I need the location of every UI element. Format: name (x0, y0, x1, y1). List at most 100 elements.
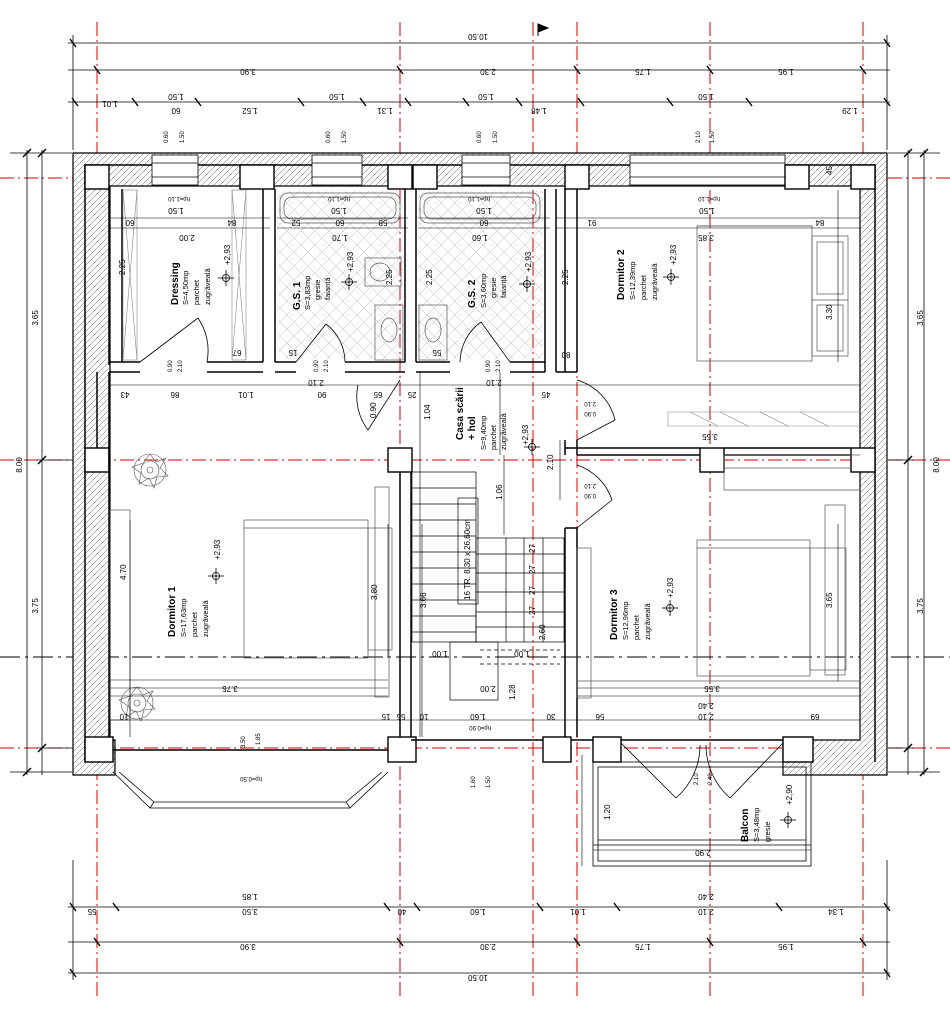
stair-hall-level: +2,93 (521, 424, 530, 445)
svg-text:1.75: 1.75 (635, 67, 651, 76)
svg-text:0.90: 0.90 (314, 360, 320, 372)
plant-icon (118, 686, 156, 722)
dormitor2-area: S=12,39mp (628, 261, 637, 300)
svg-text:2.40: 2.40 (708, 773, 714, 785)
svg-text:1.31: 1.31 (377, 106, 393, 115)
stair-hall-name: Casa scării (455, 387, 466, 440)
svg-text:1.60: 1.60 (470, 712, 486, 721)
balcon-name: Balcon (740, 809, 751, 842)
svg-text:2.40: 2.40 (698, 701, 714, 710)
svg-text:3.50: 3.50 (242, 907, 258, 916)
dim-left-total: 8.00 (15, 457, 24, 473)
top-windows (151, 154, 786, 186)
gs1-floor: gresie (313, 280, 322, 300)
balcony: Balcon S=3,48mp gresie +2,90 (592, 742, 812, 867)
svg-text:1.06: 1.06 (495, 484, 504, 500)
svg-text:3.65: 3.65 (825, 592, 834, 608)
gs2-finish: faianță (499, 275, 508, 298)
stair-spec: 16 TR. 8,30 x 26,60cm (463, 519, 472, 600)
level-marker-icon (341, 274, 357, 290)
svg-text:1.50: 1.50 (478, 92, 494, 101)
svg-text:0.90: 0.90 (584, 410, 596, 416)
svg-text:hp=1.10: hp=1.10 (467, 195, 490, 201)
window-marks: 0.60 1.50 0.60 1.50 0.60 1.50 2.10 1.50 (164, 131, 716, 143)
svg-text:2.25: 2.25 (118, 259, 127, 275)
svg-text:1.01: 1.01 (238, 390, 254, 399)
svg-text:1.85: 1.85 (242, 892, 258, 901)
top-dimensions (68, 35, 891, 150)
svg-text:2.25: 2.25 (561, 269, 570, 285)
dressing-floor: parchet (192, 279, 201, 305)
svg-text:1.95: 1.95 (778, 942, 794, 951)
svg-text:2.25: 2.25 (425, 269, 434, 285)
svg-text:0.60: 0.60 (164, 131, 170, 143)
svg-text:1.04: 1.04 (423, 404, 432, 420)
gs1-finish: faianță (323, 277, 332, 300)
svg-text:60: 60 (335, 218, 344, 227)
bedroom-1: Dormitor 1 S=17,63mp parchet zugrăveală … (109, 453, 393, 722)
svg-text:2.10: 2.10 (584, 400, 596, 406)
dim-top-row2: 3.90 2.30 1.75 1.95 (240, 67, 794, 76)
svg-text:2.30: 2.30 (480, 67, 496, 76)
svg-text:2.10: 2.10 (308, 378, 324, 387)
bathroom-1: G.S. 1 S=3,83mp gresie faianță +2,93 (277, 191, 404, 363)
dim-bottom-row2: 3.90 2.30 1.75 1.95 (240, 942, 794, 951)
svg-text:60: 60 (479, 218, 488, 227)
svg-text:1.50: 1.50 (168, 206, 184, 215)
svg-text:0.90: 0.90 (369, 402, 378, 418)
svg-text:3.85: 3.85 (698, 233, 714, 242)
north-arrow-icon (537, 23, 550, 36)
svg-text:1.60: 1.60 (471, 776, 477, 788)
dormitor2-finish: zugrăveală (650, 262, 659, 300)
svg-text:27: 27 (528, 606, 537, 615)
svg-text:1.60: 1.60 (472, 233, 488, 242)
level-marker-icon (662, 600, 678, 616)
level-marker-icon (663, 269, 679, 285)
svg-text:40: 40 (397, 907, 406, 916)
svg-text:hp=0.90: hp=0.90 (468, 724, 491, 730)
svg-text:3.90: 3.90 (240, 67, 256, 76)
svg-text:27: 27 (528, 544, 537, 553)
svg-text:0.90: 0.90 (168, 360, 174, 372)
svg-text:45: 45 (541, 390, 550, 399)
svg-text:2.10: 2.10 (698, 712, 714, 721)
svg-text:10: 10 (119, 712, 128, 721)
svg-text:1.95: 1.95 (778, 67, 794, 76)
svg-text:3.80: 3.80 (370, 584, 379, 600)
svg-text:25: 25 (407, 390, 416, 399)
level-marker-icon (519, 276, 535, 292)
svg-text:1.50: 1.50 (168, 92, 184, 101)
svg-text:69: 69 (810, 712, 819, 721)
gs2-door (459, 321, 511, 363)
dim-total-top: 10.50 (467, 32, 488, 41)
svg-text:2.40: 2.40 (698, 892, 714, 901)
svg-text:0.90: 0.90 (584, 492, 596, 498)
dormitor1-area: S=17,63mp (179, 598, 188, 637)
stair-hall-floor: parchet (489, 424, 498, 450)
svg-text:45: 45 (825, 166, 834, 175)
balcony-doors (620, 742, 784, 799)
balcon-area: S=3,48mp (752, 808, 761, 842)
level-marker-icon (524, 439, 540, 455)
svg-text:1.20: 1.20 (603, 804, 612, 820)
svg-text:1.70: 1.70 (332, 233, 348, 242)
svg-text:90: 90 (317, 390, 326, 399)
plant-icon (131, 453, 169, 489)
dressing-room: Dressing S=4,50mp parchet zugrăveală +2,… (122, 189, 247, 363)
svg-text:1.34: 1.34 (828, 907, 844, 916)
stair-doors (356, 379, 613, 529)
gs1-area: S=3,83mp (303, 276, 312, 310)
bottom-dimensions (68, 860, 891, 980)
balcon-floor: gresie (763, 822, 772, 842)
svg-text:1.50: 1.50 (180, 131, 186, 143)
svg-text:2.10: 2.10 (696, 131, 702, 143)
svg-text:3.55: 3.55 (702, 432, 718, 441)
dormitor2-name: Dormitor 2 (616, 249, 627, 300)
bedroom-2: Dormitor 2 S=12,39mp parchet zugrăveală … (576, 225, 860, 441)
dormitor3-floor: parchet (632, 614, 641, 640)
level-marker-icon (780, 812, 796, 828)
svg-text:0.90: 0.90 (486, 360, 492, 372)
svg-text:1.50: 1.50 (329, 92, 345, 101)
svg-text:hp=1.10: hp=1.10 (167, 195, 190, 201)
svg-text:91: 91 (587, 218, 596, 227)
